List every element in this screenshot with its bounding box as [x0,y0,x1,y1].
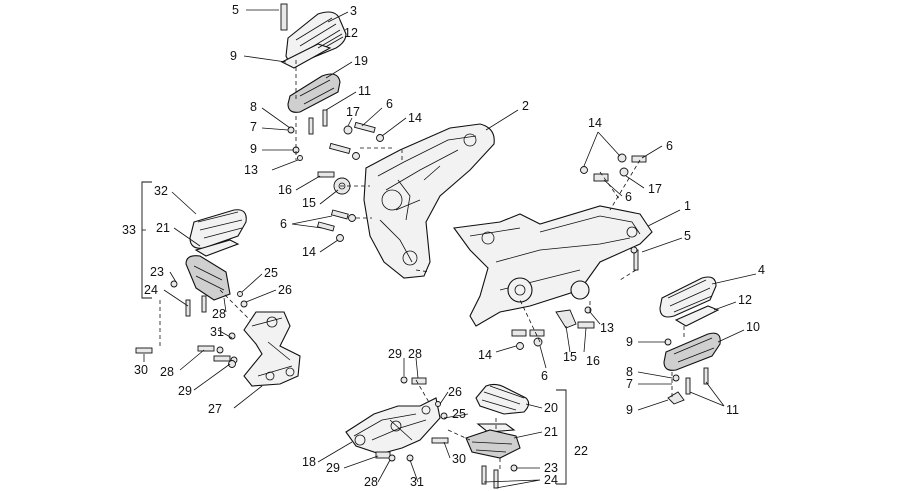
callout-19: 19 [354,54,368,68]
callout-16-left: 16 [278,183,292,197]
callout-15-left: 15 [302,196,316,210]
footpeg-rubber-right [659,276,717,318]
callout-14-lower-center: 14 [478,348,492,362]
callout-29-left: 29 [178,384,192,398]
callout-28-left-lower: 28 [160,365,174,379]
callout-15-right: 15 [563,350,577,364]
callout-7-right: 7 [626,377,633,391]
callout-leaders [143,9,757,489]
left-hanger-bracket [243,311,301,387]
callout-2: 2 [522,99,529,113]
callout-9-right-upper: 9 [626,335,633,349]
callout-13-left: 13 [244,163,258,177]
group-bracket-33 [141,181,152,299]
footpeg-body-bottom [465,429,521,459]
callout-9-right-lower: 9 [626,403,633,417]
callout-12-top-left: 12 [344,26,358,40]
callout-17-right: 17 [648,182,662,196]
callout-12-right: 12 [738,293,752,307]
callout-23-left: 23 [150,265,164,279]
callout-7-top-left: 7 [250,120,257,134]
callout-5-top-left: 5 [232,3,239,17]
callout-10: 10 [746,320,760,334]
callout-29-bottom-upper: 29 [388,347,402,361]
footpeg-plate-right [674,305,720,327]
group-bracket-22 [556,389,567,485]
callout-28-left-upper: 28 [212,307,226,321]
callout-21-left: 21 [156,221,170,235]
callout-28-bottom-upper: 28 [408,347,422,361]
callout-28-bottom-lower: 28 [364,475,378,489]
callout-9-top-left: 9 [230,49,237,63]
callout-14-left: 14 [302,245,316,259]
hardware-right-footpeg [664,338,709,405]
callout-14-top-right: 14 [588,116,602,130]
footpeg-body-left-group [185,255,231,301]
callout-17-left: 17 [346,105,360,119]
callout-6-top-center: 6 [386,97,393,111]
callout-29-bottom-lower: 29 [326,461,340,475]
callout-30-bottom: 30 [452,452,466,466]
callout-26-left: 26 [278,283,292,297]
callout-26-bottom: 26 [448,385,462,399]
callout-25-left: 25 [264,266,278,280]
callout-6-mid-right: 6 [625,190,632,204]
footpeg-rubber-left-group [189,209,247,249]
callout-20: 20 [544,401,558,415]
callout-1: 1 [684,199,691,213]
dashed-guides [159,60,685,470]
callout-4: 4 [758,263,765,277]
hardware-lower-center [511,306,595,350]
callout-14-top-center: 14 [408,111,422,125]
hardware-bottom-hanger [375,376,449,462]
main-right-bracket [453,205,653,327]
hardware-bottom-footpeg [481,464,518,489]
callout-33: 33 [122,223,136,237]
footpeg-plate-top-left [280,43,332,69]
callout-5-right: 5 [684,229,691,243]
callout-31-left: 31 [210,325,224,339]
callout-9-mid-left: 9 [250,142,257,156]
callout-23-bottom: 23 [544,461,558,475]
callout-31-bottom: 31 [410,475,424,489]
callout-6-top-right: 6 [666,139,673,153]
callout-8-top-left: 8 [250,100,257,114]
hardware-top-left [280,3,328,161]
callout-24-bottom: 24 [544,473,558,487]
hardware-left-hanger [197,332,238,368]
callout-25-bottom: 25 [452,407,466,421]
callout-27: 27 [208,402,222,416]
footpeg-plate-left-group [194,239,240,257]
callout-6-left: 6 [280,217,287,231]
callout-22: 22 [574,444,588,458]
callout-6-lower-center: 6 [541,369,548,383]
hardware-center-left [316,121,384,242]
footpeg-body-right [663,332,721,371]
callout-8-right: 8 [626,365,633,379]
footpeg-rubber-bottom [475,383,530,415]
callout-11-top-left: 11 [358,84,371,98]
callout-30-left: 30 [134,363,148,377]
callout-18: 18 [302,455,316,469]
hardware-left-group [135,280,248,354]
callout-24-left: 24 [144,283,158,297]
callout-11-right: 11 [726,403,739,417]
callout-3: 3 [350,4,357,18]
bottom-hanger-bracket [345,397,441,455]
callout-32: 32 [154,184,168,198]
footpeg-body-top-left [287,73,341,113]
callout-16-right: 16 [586,354,600,368]
callout-labels: 5 3 9 12 19 8 11 7 6 17 14 9 13 2 16 15 … [122,3,765,489]
central-bracket [363,123,495,279]
callout-13-right: 13 [600,321,614,335]
callout-21-bottom: 21 [544,425,558,439]
